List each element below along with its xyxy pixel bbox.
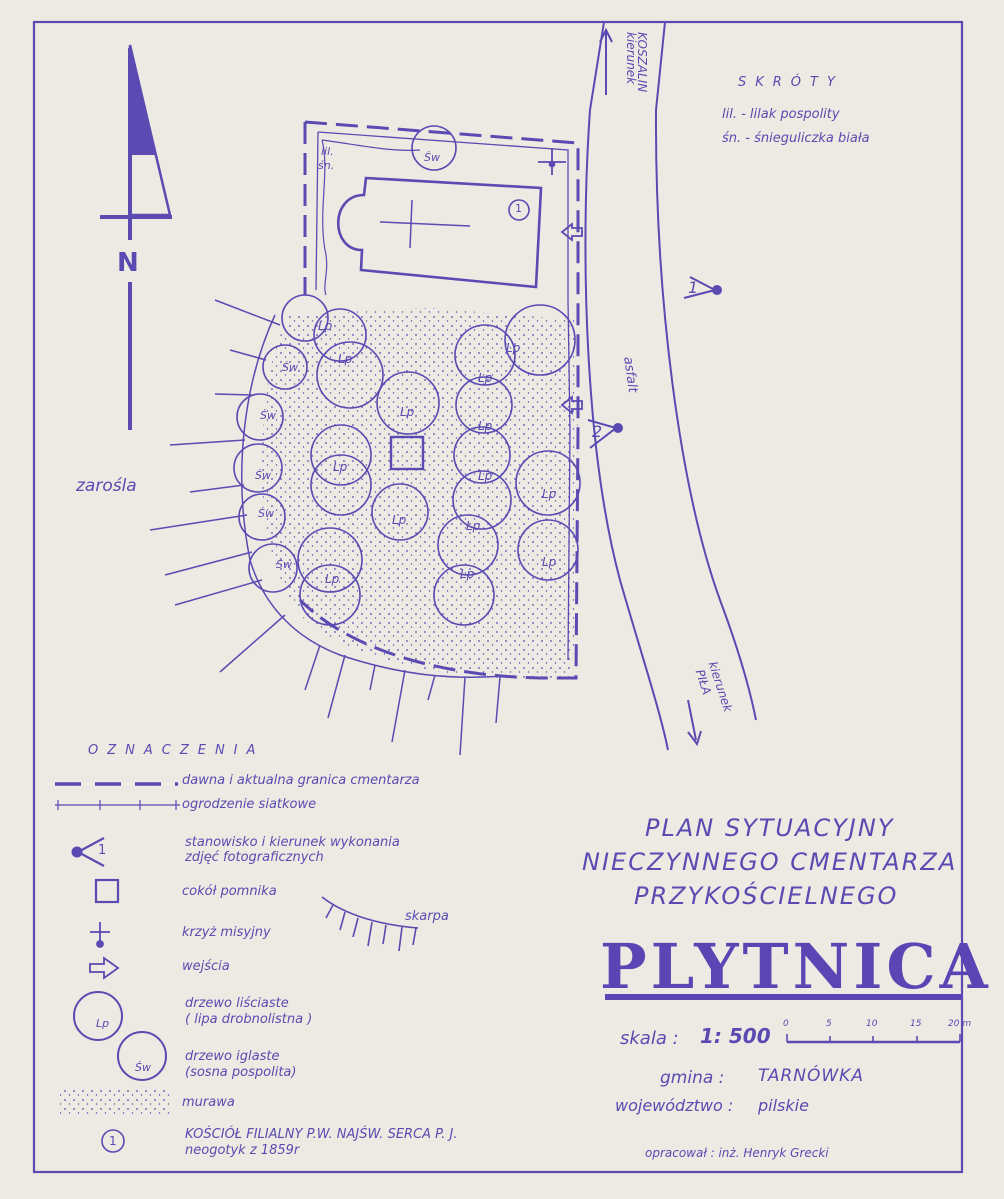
legend-photo-station-icon (71, 837, 105, 867)
legend-cross-label: krzyż misyjny (182, 925, 271, 940)
tree-label-linden: Lp (392, 513, 407, 527)
scale-bar (786, 1034, 961, 1044)
north-arrow-icon (100, 44, 172, 430)
abbreviation-item: lil. - lilak pospolity (722, 107, 840, 122)
legend-conifer-tree-icon (117, 1031, 167, 1081)
abbreviation-item: śn. - śnieguliczka biała (722, 131, 870, 146)
legend-conifer-code: Św (135, 1061, 151, 1074)
tree-label-linden: Lp (542, 487, 557, 501)
mission-cross-icon (538, 148, 566, 175)
legend-deciduous-code: Lp (96, 1017, 110, 1030)
legend-entrance-label: wejścia (182, 959, 230, 974)
scale-tick-label: 10 (866, 1019, 878, 1029)
tree-label-linden: Lp (400, 405, 415, 419)
scale-tick-label: 20 m (948, 1019, 972, 1029)
abbreviations-heading: SKRÓTY (738, 75, 844, 90)
tree-label-linden: Lp (338, 352, 353, 366)
tree-label-pine: Św (255, 469, 271, 482)
legend-plinth-label: cokół pomnika (182, 884, 277, 899)
direction-arrow-south-icon (687, 699, 702, 747)
title-line-1: PLAN SYTUACYJNY (645, 814, 895, 842)
photo-station-2-label: 2 (592, 422, 603, 441)
tree-label-pine: Św (282, 361, 298, 374)
legend-deciduous-tree-icon (73, 991, 123, 1041)
tree-label-linden: Lp (325, 572, 340, 586)
scale-value: 1: 500 (700, 1024, 771, 1048)
road-asphalt (584, 21, 757, 751)
legend-lawn-label: murawa (182, 1095, 235, 1110)
tree-label-linden: Lp (478, 469, 493, 483)
scale-label: skala : (620, 1028, 679, 1049)
legend-entrance-icon (89, 956, 120, 980)
legend-fence-label: ogrodzenie siatkowe (182, 797, 317, 812)
legend-fence-symbol (55, 800, 180, 810)
lilac-snowberry-hedge (321, 139, 421, 296)
sheet-frame (32, 20, 964, 1174)
legend-church-number: 1 (109, 1134, 117, 1148)
linden-trees (297, 304, 581, 626)
tree-label-linden: Lp (478, 419, 493, 433)
legend-scarp-symbol (321, 896, 419, 952)
tree-label-pine: Św (424, 151, 440, 164)
legend-photo-number: 1 (98, 843, 107, 858)
legend-church-label-2: neogotyk z 1859r (185, 1143, 300, 1158)
legend-church-label: KOŚCIÓŁ FILIALNY P.W. NAJŚW. SERCA P. J. (185, 1127, 458, 1142)
legend-conifer-label: drzewo iglaste (185, 1049, 280, 1064)
photo-station-2-icon (587, 419, 623, 449)
tree-label-pine: Św (260, 409, 276, 422)
title-line-2: NIECZYNNEGO CMENTARZA (582, 848, 958, 876)
tree-label-linden: Lp (506, 341, 521, 355)
legend-deciduous-label: drzewo liściaste (185, 996, 289, 1011)
scale-tick-label: 15 (910, 1019, 922, 1029)
lilac-label: lil. (321, 145, 334, 158)
legend-plinth-icon (94, 878, 120, 904)
pine-trees (233, 125, 457, 593)
gmina-value: TARNÓWKA (758, 1066, 864, 1086)
monument-plinth (389, 435, 425, 471)
tree-label-linden: Lp (466, 519, 481, 533)
tree-label-linden: Lp (542, 555, 557, 569)
tree-label-pine: Św (276, 558, 292, 571)
entrance-arrow-icon (560, 395, 583, 415)
place-name-underline (605, 994, 961, 1000)
tree-label-linden: Lp (460, 567, 475, 581)
scarp-line (149, 299, 506, 756)
church-building (337, 176, 543, 289)
gmina-label: gmina : (660, 1068, 725, 1088)
legend-church-number-icon (101, 1129, 125, 1153)
legend-photo-label-2: zdjęć fotograficznych (185, 850, 324, 865)
church-number-label: 1 (515, 202, 522, 215)
snowberry-label: śn. (318, 159, 335, 172)
legend-lawn-swatch (60, 1088, 172, 1114)
direction-arrow-north-icon (599, 27, 613, 95)
legend-photo-label: stanowisko i kierunek wykonania (185, 835, 400, 850)
legend-deciduous-label-2: ( lipa drobnolistna ) (185, 1012, 313, 1027)
author-credit: opracował : inż. Henryk Grecki (645, 1146, 829, 1160)
north-letter: N (117, 248, 139, 278)
legend-boundary-label: dawna i aktualna granica cmentarza (182, 773, 420, 788)
legend-cross-icon (90, 922, 110, 948)
place-name: PLYTNICA (600, 930, 992, 1003)
thicket-label: zarośla (76, 476, 137, 496)
tree-label-linden: Lp (333, 460, 348, 474)
voivodeship-label: województwo : (615, 1096, 734, 1115)
legend-conifer-label-2: (sosna pospolita) (185, 1065, 297, 1080)
photo-station-1-icon (683, 276, 722, 299)
legend-heading: OZNACZENIA (88, 743, 265, 758)
tree-label-linden: Lp (478, 371, 493, 385)
scale-tick-label: 5 (826, 1019, 832, 1029)
entrance-arrow-icon (560, 222, 583, 242)
tree-label-linden: Lp (318, 319, 333, 333)
legend-scarp-label: skarpa (405, 909, 449, 924)
tree-label-pine: Św (258, 507, 274, 520)
direction-north-place: KOSZALIN (635, 32, 649, 93)
voivodeship-value: pilskie (758, 1096, 809, 1115)
scale-tick-label: 0 (783, 1019, 789, 1029)
photo-station-1-label: 1 (688, 278, 699, 297)
title-line-3: PRZYKOŚCIELNEGO (634, 882, 899, 910)
